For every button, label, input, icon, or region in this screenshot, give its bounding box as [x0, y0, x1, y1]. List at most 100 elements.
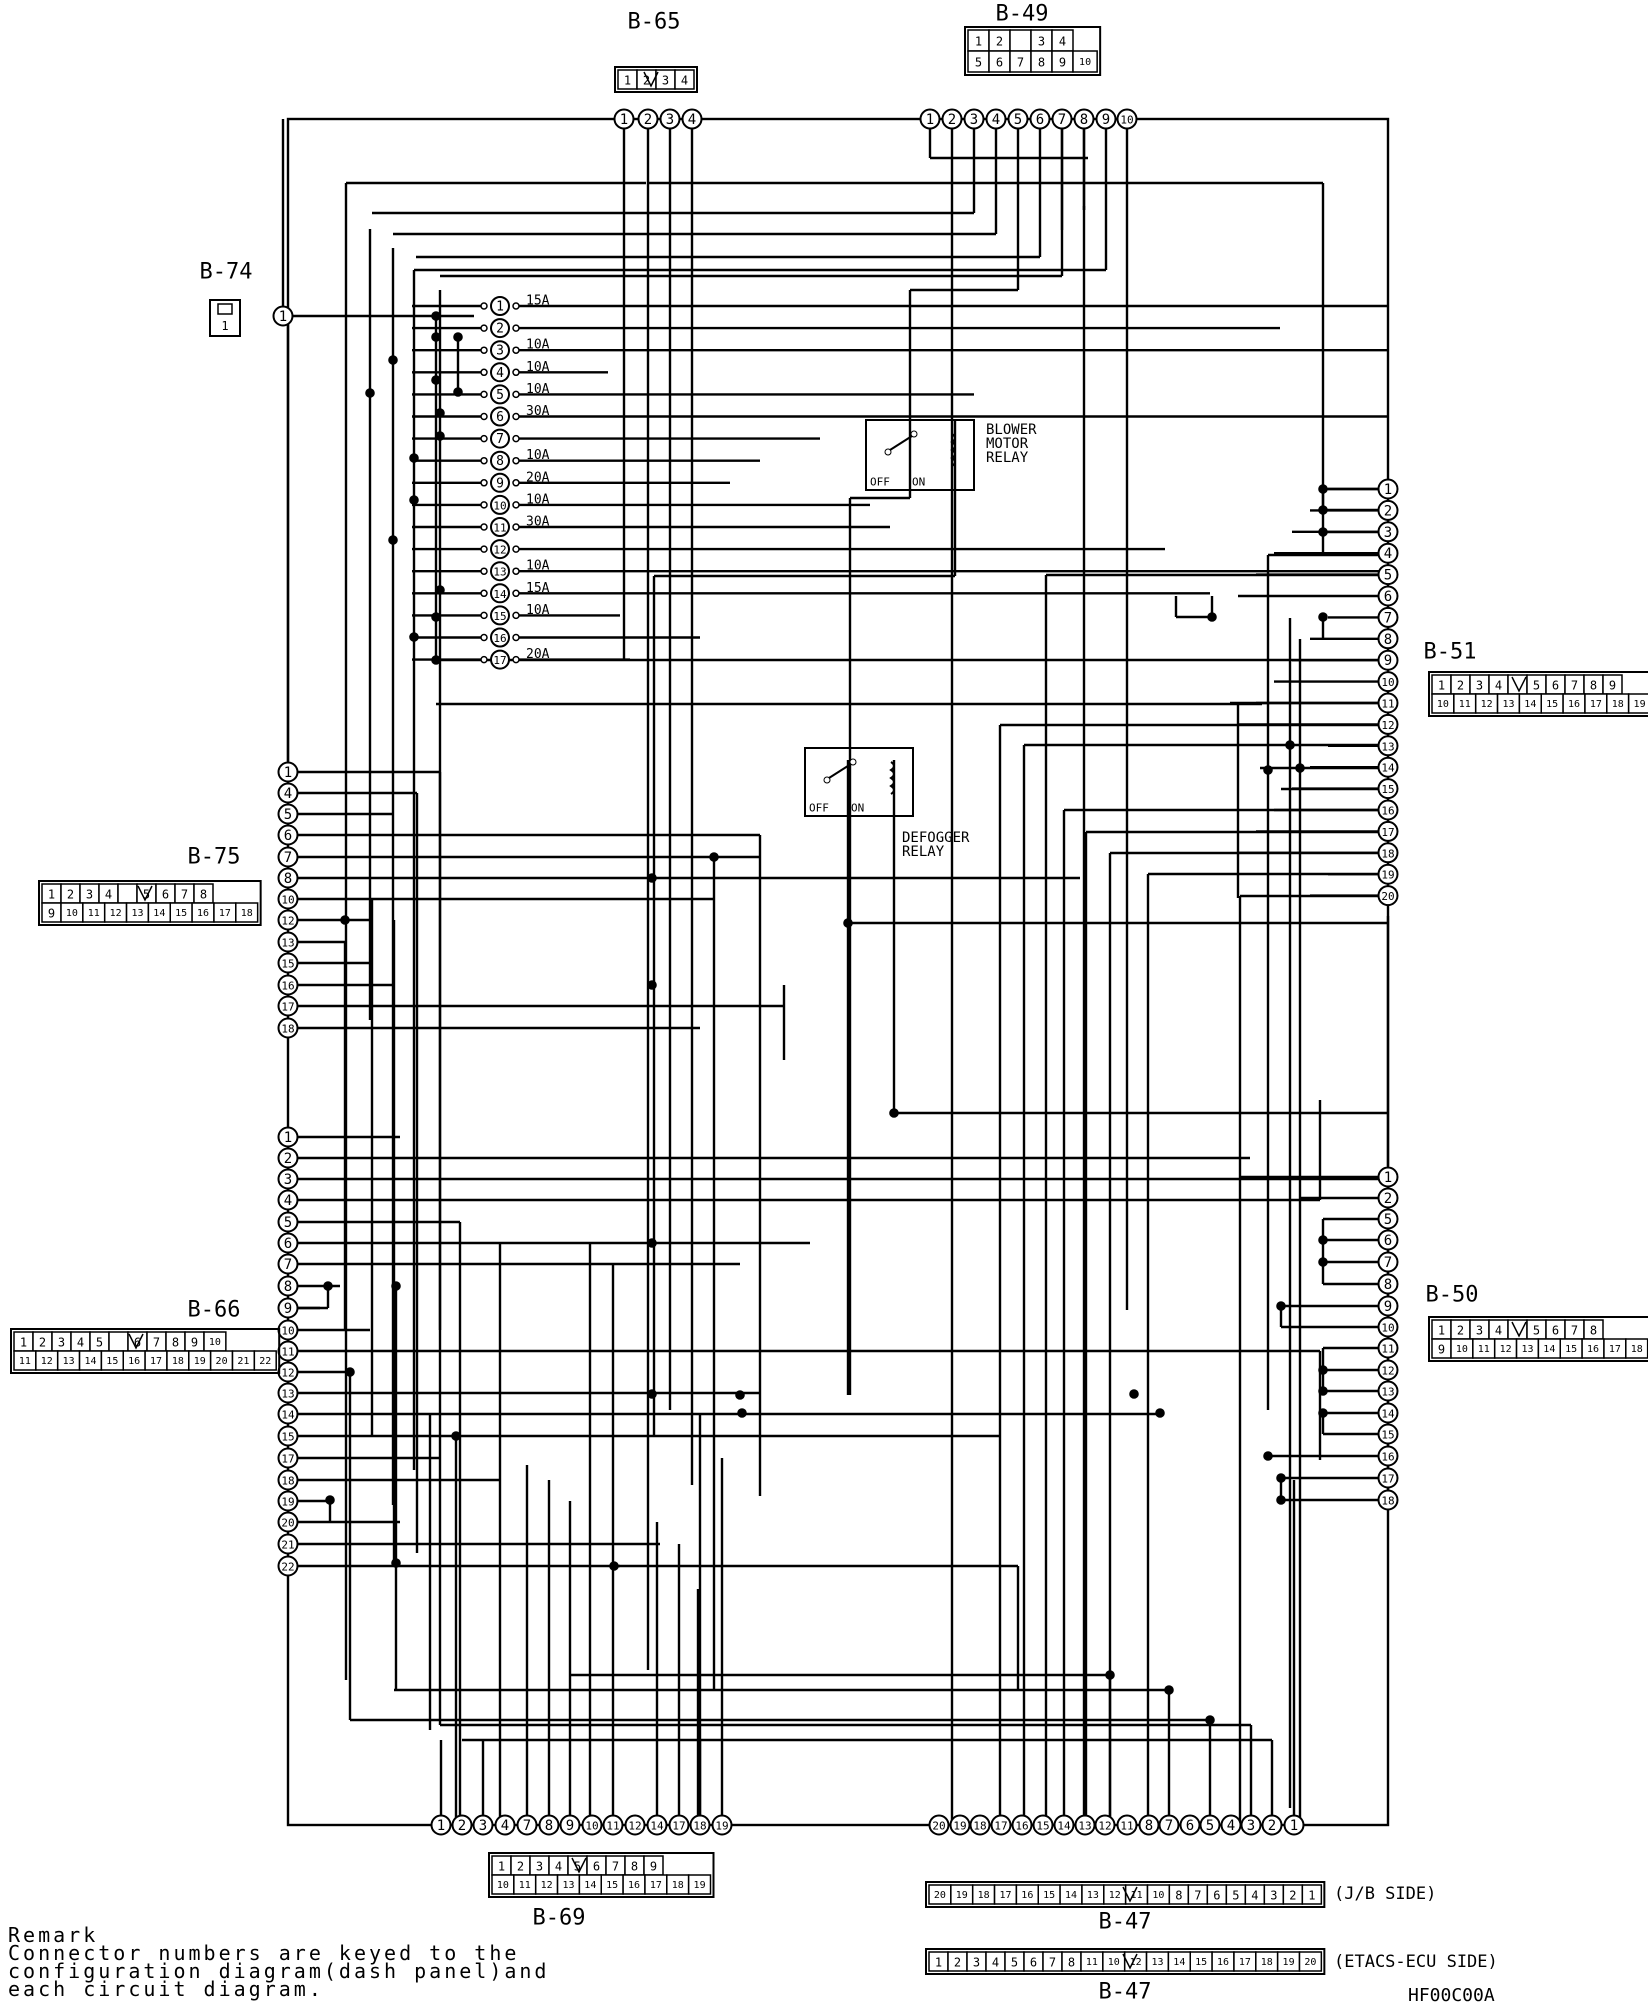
b49-pin-6: [1029, 108, 1051, 130]
b66-pin-label: 8: [284, 1279, 292, 1295]
b47-ecu-face-cell-label: 17: [1239, 1957, 1251, 1968]
b69-pin-label: 11: [606, 1820, 619, 1833]
b51-face-cell-label: 17: [1590, 699, 1602, 710]
b75-pin-7: [277, 846, 299, 868]
blower-relay-off: OFF: [870, 476, 890, 489]
blower-relay-label: RELAY: [986, 450, 1029, 466]
fuse-terminal: [512, 611, 520, 620]
b50-pin-18: [1377, 1489, 1399, 1511]
fuse-number: 17: [493, 654, 506, 667]
b75-pin-label: 18: [281, 1023, 294, 1036]
b49-pin-9: [1095, 108, 1117, 130]
b65-face-outline: [614, 66, 698, 93]
b49-face-cell-label: 10: [1079, 57, 1091, 68]
b50-pin-label: 5: [1384, 1212, 1392, 1228]
b69-pin-label: 2: [458, 1818, 466, 1834]
b49-face-cell: [1072, 50, 1098, 73]
b51-pin-label: 19: [1381, 869, 1394, 882]
b49-pin-label: 4: [992, 112, 1000, 128]
fuse-7: [490, 428, 510, 449]
splice-dot: [435, 408, 445, 418]
fuse-16: [490, 627, 510, 648]
b47-ecu-face-cell-label: 5: [1011, 1956, 1018, 1970]
b66-pin-label: 2: [284, 1151, 292, 1167]
splice-dot: [1205, 1715, 1215, 1725]
b47-pin-label: 11: [1120, 1820, 1133, 1833]
b75-pin-16: [277, 974, 299, 996]
b49-pin-7: [1051, 108, 1073, 130]
b50-pin-17: [1377, 1467, 1399, 1489]
b50-pin-label: 10: [1381, 1322, 1394, 1335]
b75-face-cell-label: 1: [48, 888, 55, 902]
b51-pin-1: [1377, 478, 1399, 500]
b47-pin-label: 2: [1268, 1818, 1276, 1834]
b51-pin-8: [1377, 628, 1399, 650]
b49-face-cell-label: 8: [1038, 56, 1045, 70]
b51-pin-label: 4: [1384, 546, 1392, 562]
splice-dot: [435, 585, 445, 595]
b75-face-cell-label: 16: [197, 908, 209, 919]
b66-pin-22: [277, 1555, 299, 1577]
splice-dot: [1276, 1473, 1286, 1483]
b65-pin-label: 2: [644, 112, 652, 128]
b51-face-outline: [1428, 671, 1648, 717]
b51-face-cell: [1507, 674, 1528, 695]
b49-face-cell-label: 5: [975, 56, 982, 70]
b49-face-cell-label: 2: [996, 35, 1003, 49]
b47-pin-15: [1032, 1814, 1054, 1836]
fuse-1: [490, 296, 510, 316]
b49-pin-label: 6: [1036, 112, 1044, 128]
b50-pin-7: [1377, 1251, 1399, 1273]
b51-face-cell-label: 9: [1609, 679, 1616, 693]
fuse-11: [490, 517, 510, 537]
b51-face-cell-label: 4: [1495, 679, 1502, 693]
b65-pin-2: [637, 108, 659, 130]
b69-face-key-notch: [571, 1857, 587, 1874]
b66-face-key-notch: [128, 1333, 144, 1350]
b69-pin-label: 8: [545, 1818, 553, 1834]
fuse-number: 10: [493, 499, 506, 512]
fuse-terminal: [512, 589, 520, 598]
fuse-number: 8: [496, 454, 504, 469]
b69-pin-label: 12: [628, 1820, 641, 1833]
splice-dot: [1105, 1670, 1115, 1680]
b51-pin-17: [1377, 820, 1399, 842]
fuse-13: [490, 561, 510, 582]
b50-face-cell-label: 14: [1543, 1344, 1555, 1355]
fuse-terminal: [480, 302, 488, 310]
b66-face-cell-label: 16: [128, 1356, 140, 1367]
b66-face-cell-label: 9: [191, 1336, 198, 1350]
b47-pin-label: 13: [1078, 1820, 1091, 1833]
splice-dot: [409, 495, 419, 505]
splice-dot: [1164, 1685, 1174, 1695]
b47-pin-label: 18: [973, 1820, 986, 1833]
b66-pin-15: [277, 1425, 299, 1447]
blower-relay-on: ON: [912, 476, 925, 489]
fuse-terminal: [480, 346, 488, 354]
b47-ecu-face-cell: [1298, 1951, 1323, 1972]
b66-pin-20: [277, 1511, 299, 1533]
b69-pin-11: [602, 1814, 624, 1836]
b51-pin-13: [1377, 735, 1399, 757]
splice-dot: [323, 1281, 333, 1291]
fuse-terminal: [512, 434, 520, 443]
splice-dot: [647, 980, 657, 990]
b65-pin-1: [613, 108, 635, 130]
b47-label-upper: B-47: [1099, 1910, 1152, 1935]
fuse-3: [490, 340, 510, 361]
fuse-2: [490, 318, 510, 339]
b65-face-cell-label: 2: [643, 74, 650, 88]
fuse-number: 9: [496, 476, 504, 491]
b51-pin-label: 16: [1381, 805, 1394, 818]
b50-pin-label: 2: [1384, 1191, 1392, 1207]
fuse-rating: 15A: [526, 581, 550, 596]
b66-pin-label: 17: [281, 1453, 294, 1466]
splice-dot: [889, 1108, 899, 1118]
b66-face-cell-label: 5: [96, 1336, 103, 1350]
b47-ecu-face-outline: [925, 1948, 1326, 1975]
splice-dot: [453, 332, 463, 342]
b69-pin-1: [430, 1814, 452, 1836]
defogger-relay-body: [804, 747, 914, 817]
